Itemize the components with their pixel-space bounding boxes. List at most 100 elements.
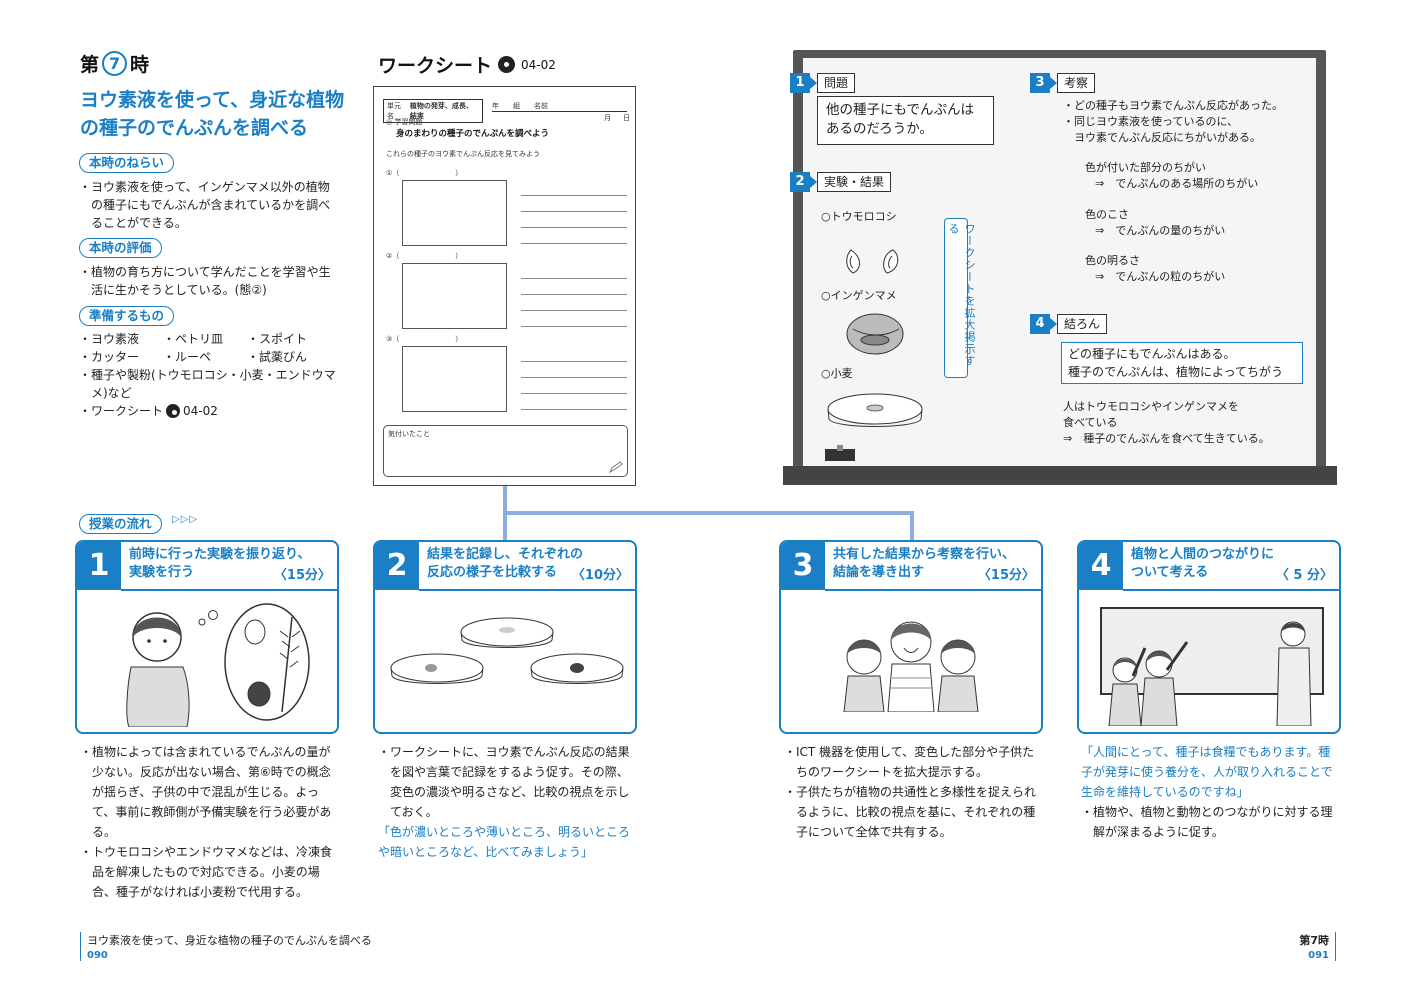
classroom-board-illustration	[1100, 607, 1324, 726]
worksheet-thumbnail: 単元名 植物の発芽、成長、結実 年 組 名前 月 日 ◎ 学習問題 身のまわりの…	[373, 86, 636, 486]
ws-item-3: ③（ ）	[386, 335, 463, 343]
material-item: 試薬びん	[247, 348, 307, 366]
material-item: ヨウ素液	[79, 330, 163, 348]
board-num-2: 2	[790, 172, 817, 192]
lesson-suffix: 時	[130, 54, 150, 76]
note-item: ワークシートに、ヨウ素でんぷん反応の結果を図や言葉で記録をするよう促す。その際、…	[378, 742, 636, 822]
board-discussion-1: ・どの種子もヨウ素でんぷん反応があった。	[1063, 99, 1283, 112]
board-conclusion-box: どの種子にもでんぷんはある。 種子のでんぷんは、植物によってちがう	[1061, 342, 1303, 384]
girl-thinking-illustration	[126, 603, 310, 727]
flow-step-1: 1 前時に行った実験を振り返り、実験を行う 〈15分〉	[75, 540, 339, 734]
board-compare-3a: 色の明るさ	[1085, 254, 1140, 267]
step-title: 共有した結果から考察を行い、結論を導き出す	[833, 546, 1015, 582]
board-compare-2b: ⇒ でんぷんの量のちがい	[1095, 224, 1226, 237]
board-compare-1b: ⇒ でんぷんのある場所のちがい	[1095, 177, 1259, 190]
ws-year: 年	[492, 102, 499, 110]
note-item: 子供たちが植物の共通性と多様性を捉えられるように、比較の視点を基に、それぞれの種…	[784, 782, 1042, 842]
board-problem-line1: 他の種子にもでんぷんは	[826, 102, 974, 118]
evaluation-tag: 本時の評価	[79, 238, 162, 258]
lesson-title: ヨウ素液を使って、身近な植物の種子のでんぷんを調べる	[80, 89, 345, 139]
ws-day: 日	[623, 114, 630, 122]
board-num-4: 4	[1030, 314, 1057, 334]
step-title-line1: 植物と人間のつながりに	[1131, 547, 1275, 562]
footer-left: ヨウ素液を使って、身近な植物の種子のでんぷんを調べる 090	[80, 932, 372, 961]
footer-left-title: ヨウ素液を使って、身近な植物の種子のでんぷんを調べる	[87, 934, 372, 947]
ws-unit-label: 単元名	[387, 102, 401, 120]
bean-seed-illustration	[846, 313, 904, 355]
board-label-experiment: 実験・結果	[817, 172, 892, 192]
step-number: 4	[1079, 542, 1123, 590]
flow-tag-label: 授業の流れ	[79, 514, 162, 534]
board-vertical-note: ワークシートを拡大掲示する	[944, 218, 976, 378]
board-discussion-2: ・同じヨウ素液を使っているのに、	[1063, 115, 1239, 128]
worksheet-code: 04-02	[521, 57, 556, 72]
ws-problem-label: ◎ 学習問題	[386, 118, 423, 126]
flow-step-2: 2 結果を記録し、それぞれの反応の様子を比較する 〈10分〉	[373, 540, 637, 734]
board-compare-3b: ⇒ でんぷんの粒のちがい	[1095, 270, 1226, 283]
lesson-number-circle: 7	[102, 51, 128, 76]
step-1-notes: 植物によっては含まれているでんぷんの量が少ない。反応が出ない場合、第⑥時での概念…	[80, 742, 338, 902]
step-title: 前時に行った実験を振り返り、実験を行う	[129, 546, 310, 582]
board-label-discussion: 考察	[1057, 73, 1096, 93]
flow-tag: 授業の流れ	[79, 513, 162, 534]
connector-line	[503, 511, 914, 515]
materials-section: 準備するもの ヨウ素液 ペトリ皿 スポイト カッター ルーペ 試薬びん 種子や製…	[79, 305, 341, 420]
board-ledge	[783, 466, 1337, 485]
footer-right-page: 091	[1308, 950, 1329, 961]
step-2-notes: ワークシートに、ヨウ素でんぷん反応の結果を図や言葉で記録をするよう促す。その際、…	[378, 742, 636, 862]
board-conclusion-line2: 種子のでんぷんは、植物によってちがう	[1068, 365, 1284, 379]
board-compare-1a: 色が付いた部分のちがい	[1085, 161, 1206, 174]
step-minutes: 〈10分〉	[571, 568, 629, 583]
ws-month: 月	[604, 114, 611, 122]
step-number: 1	[77, 542, 121, 590]
note-item: トウモロコシやエンドウマメなどは、冷凍食品を解凍したもので対応できる。小麦の場合…	[80, 842, 338, 902]
ws-unit-box: 単元名 植物の発芽、成長、結実	[383, 99, 483, 123]
note-item: 植物によっては含まれているでんぷんの量が少ない。反応が出ない場合、第⑥時での概念…	[80, 742, 338, 842]
step-3-notes: ICT 機器を使用して、変色した部分や子供たちのワークシートを拡大提示する。 子…	[784, 742, 1042, 842]
ws-drawing-box	[402, 180, 507, 246]
board-problem-box: 他の種子にもでんぷんは あるのだろうか。	[817, 96, 994, 145]
aims-section: 本時のねらい ヨウ素液を使って、インゲンマメ以外の植物の種子にもでんぷんが含まれ…	[79, 152, 341, 232]
board-conclusion-note1: 人はトウモロコシやインゲンマメを	[1063, 400, 1239, 413]
blackboard: 1 問題 他の種子にもでんぷんは あるのだろうか。 2 実験・結果 ○トウモロコ…	[790, 58, 1316, 466]
footer-right-title: 第7時	[1299, 934, 1329, 947]
note-item: 植物や、植物と動物とのつながりに対する理解が深まるように促す。	[1081, 802, 1339, 842]
material-item: ペトリ皿	[163, 330, 247, 348]
board-conclusion-line1: どの種子にもでんぷんはある。	[1068, 347, 1236, 361]
material-worksheet-code: 04-02	[183, 404, 218, 418]
connector-line	[910, 511, 914, 542]
material-item: カッター	[79, 348, 163, 366]
step-title-line2: 結論を導き出す	[833, 565, 925, 580]
ws-item-2: ②（ ）	[386, 252, 463, 260]
step-title-line1: 結果を記録し、それぞれの	[427, 547, 584, 562]
footer-left-page: 090	[87, 950, 108, 961]
ws-class: 組	[513, 102, 520, 110]
material-item: スポイト	[247, 330, 307, 348]
lesson-prefix: 第	[80, 54, 100, 76]
note-quote: 「色が濃いところや薄いところ、明るいところや暗いところなど、比べてみましょう」	[378, 825, 631, 859]
board-label-conclusion: 結ろん	[1057, 314, 1108, 334]
ws-drawing-box	[402, 346, 507, 412]
lesson-number: 第 7 時	[80, 50, 149, 77]
cd-icon	[498, 56, 516, 73]
petri-dish-illustration	[827, 393, 923, 427]
step-number: 2	[375, 542, 419, 590]
board-compare-2a: 色のこさ	[1085, 208, 1129, 221]
worksheet-heading-text: ワークシート	[378, 55, 493, 77]
materials-row: カッター ルーペ 試薬びん	[79, 348, 341, 366]
flow-arrows-icon: ▷▷▷	[172, 514, 199, 525]
material-item: ルーペ	[163, 348, 247, 366]
note-quote: 「人間にとって、種子は食糧でもあります。種子が発芽に使う養分を、人が取り入れるこ…	[1081, 745, 1333, 799]
corn-seed-illustration	[846, 249, 899, 274]
board-seed-corn: ○トウモロコシ	[821, 210, 897, 223]
board-problem-line2: あるのだろうか。	[826, 121, 933, 137]
board-num-3: 3	[1030, 73, 1057, 93]
board-discussion-3: ヨウ素でんぷん反応にちがいがある。	[1063, 131, 1261, 144]
step-title-line1: 前時に行った実験を振り返り、	[129, 547, 311, 562]
ws-notes-box: 気付いたこと	[383, 425, 628, 477]
flow-step-3: 3 共有した結果から考察を行い、結論を導き出す 〈15分〉	[779, 540, 1043, 734]
petri-dishes-illustration	[390, 617, 624, 684]
magnet-icon	[825, 445, 855, 461]
ws-instruction: これらの種子のヨウ素でんぷん反応を見てみよう	[386, 150, 540, 158]
ws-notes-label: 気付いたこと	[388, 430, 430, 438]
